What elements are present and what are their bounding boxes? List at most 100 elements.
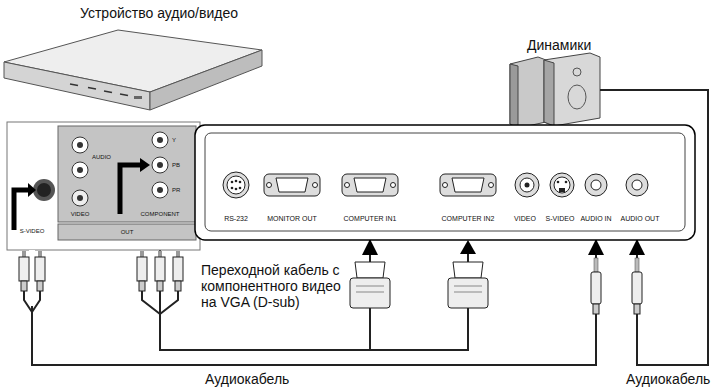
projector-panel: RS-232MONITOR OUTCOMPUTER IN1COMPUTER IN… [195, 125, 695, 240]
rca-plug [173, 257, 183, 281]
audio-out-hole [632, 180, 642, 190]
port-label: AUDIO [92, 154, 111, 161]
cable-merge [24, 291, 40, 312]
cable [160, 240, 370, 350]
pin [239, 187, 242, 190]
device-back-panel: S-VIDEOVIDEOAUDIOCOMPONENTOUTYPBPR [7, 122, 200, 250]
port-label: COMPUTER IN1 [344, 215, 397, 223]
pin [557, 181, 560, 184]
screw [443, 183, 448, 188]
rca-pin [157, 187, 163, 193]
rca-socket [72, 137, 88, 153]
rca-socket [72, 162, 88, 178]
vga-cable-branch [370, 308, 468, 350]
rca-pin [77, 142, 83, 148]
dsub-socket [452, 178, 484, 192]
device-buttons [70, 84, 128, 96]
port-label: AUDIO IN [580, 215, 611, 223]
device-back-drawing [7, 122, 200, 250]
rca-pin [77, 167, 83, 173]
port-label: S-VIDEO [546, 215, 575, 223]
screw [391, 183, 396, 188]
s-video-socket [33, 179, 55, 201]
screw [345, 183, 350, 188]
rca-pin [77, 195, 83, 201]
dsub-shell [342, 174, 398, 196]
rca-tip [22, 251, 26, 257]
rca-sleeve [139, 281, 145, 291]
cable-label: Аудиокабель [624, 371, 712, 387]
screw [489, 183, 494, 188]
vga-plug-grip [356, 292, 384, 293]
rca-plug [35, 257, 45, 281]
button [88, 88, 96, 90]
bent-arrow-head [140, 158, 150, 172]
port-label: VIDEO [514, 215, 536, 223]
pin [231, 181, 234, 184]
dsub-port [440, 174, 496, 196]
port-label: PB [172, 162, 180, 169]
s-video-socket-inner [37, 183, 51, 197]
speaker-tweeter [573, 68, 581, 76]
device-led [134, 96, 142, 99]
audio-out-port [626, 174, 648, 196]
rca-pin [157, 137, 163, 143]
jack-body [591, 272, 601, 304]
port-label: AUDIO OUT [621, 215, 660, 223]
arrow-head [460, 240, 476, 254]
rs232-port-inner [227, 176, 245, 194]
rca-sleeve [175, 281, 181, 291]
port-label: MONITOR OUT [267, 215, 317, 223]
video-port [515, 173, 539, 197]
device-side [150, 50, 262, 110]
cable-gap [29, 250, 35, 306]
video-port-pin [525, 183, 530, 188]
bent-arrow-head [28, 183, 36, 197]
port-label: Y [172, 137, 176, 144]
rca-socket [72, 190, 88, 206]
av-device: Устройство аудио/видео [0, 2, 264, 120]
rca-tip [140, 251, 144, 257]
out-strip [58, 224, 196, 240]
pin [239, 181, 242, 184]
dsub-shell [264, 174, 320, 196]
port-label: COMPONENT [141, 211, 180, 218]
port-label: PR [172, 187, 180, 194]
rca-sleeve [157, 281, 163, 291]
plugs [19, 240, 642, 350]
speakers-drawing [510, 53, 606, 128]
jack-pin [635, 258, 639, 272]
dsub-port [264, 174, 320, 196]
rca-sleeve [21, 281, 27, 291]
jack-pin [594, 258, 598, 272]
jack-sleeve [593, 304, 599, 314]
screw [313, 183, 318, 188]
rca-tip [38, 251, 42, 257]
rca-socket [152, 157, 168, 173]
speakers-heading: Динамики [527, 38, 591, 53]
rs232-pins [231, 180, 242, 191]
cable-stub [600, 89, 606, 91]
vga-plug-body [448, 278, 488, 308]
rca-plug [137, 257, 147, 281]
pin [235, 180, 238, 183]
video-port-ring [520, 178, 534, 192]
cable [32, 240, 596, 365]
speaker-left-side [510, 64, 518, 128]
pin [235, 188, 238, 191]
jack-sleeve [634, 304, 640, 314]
s-video-key [559, 188, 565, 192]
pin [565, 181, 568, 184]
cable-label: Переходной кабель с компонентного видео … [199, 262, 343, 310]
vga-plug-grip [454, 286, 482, 287]
pin [231, 187, 234, 190]
device-heading: Устройство аудио/видео [80, 6, 238, 21]
button [104, 91, 112, 93]
screw [267, 183, 272, 188]
jack-panel [58, 126, 196, 222]
inset-frame [7, 122, 200, 250]
jack-body [632, 272, 642, 304]
vga-plug-head [453, 262, 483, 278]
